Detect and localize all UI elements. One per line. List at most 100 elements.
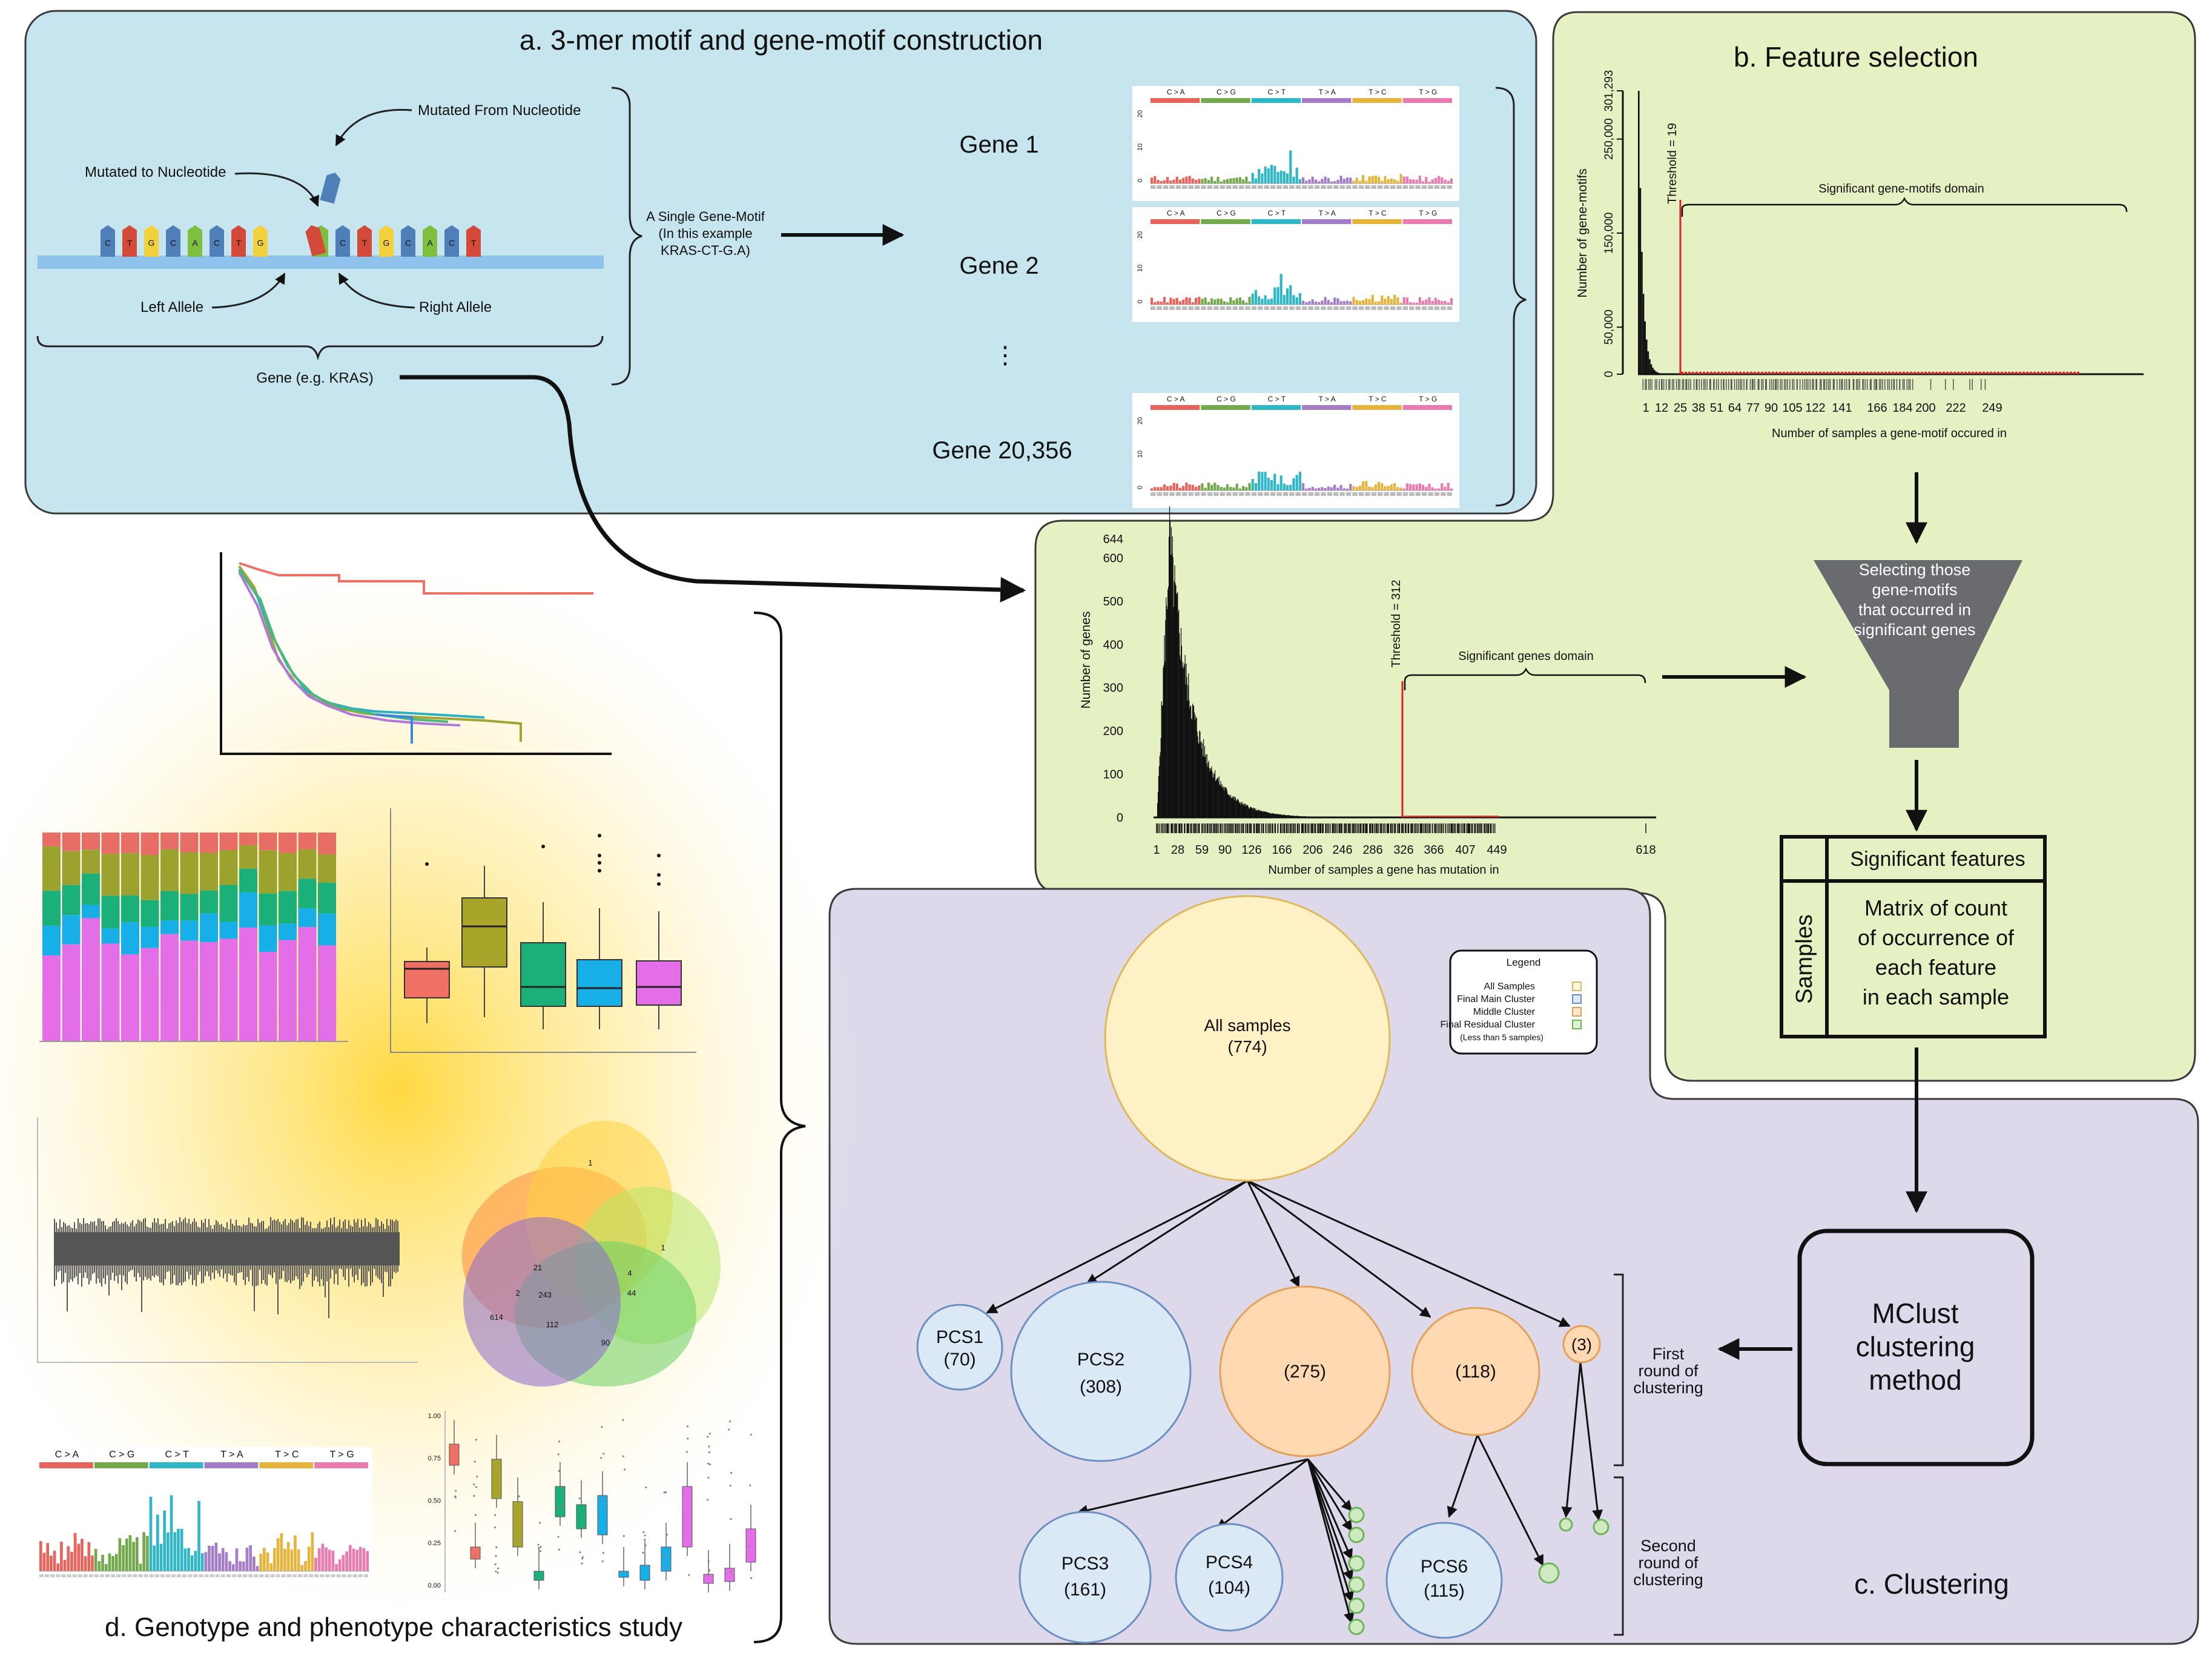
hist2-bar-significant: [1491, 816, 1492, 817]
nucleotide-letter: A: [192, 238, 198, 248]
spectrum-tick-label: [1333, 185, 1339, 189]
boxplot2-point: [602, 1552, 604, 1554]
spectrum-tick-label: [1245, 306, 1250, 310]
hist2-bar-significant: [1425, 816, 1427, 817]
boxplot2-point: [642, 1531, 645, 1534]
boxplot2-point: [581, 1562, 583, 1565]
spectrum-bar: [1418, 176, 1421, 183]
spectrum-bar: [1151, 488, 1154, 490]
spectrum-tick-label: [1396, 492, 1402, 496]
spectrum-tick-label: [1264, 306, 1269, 310]
boxplot2-point: [601, 1426, 603, 1428]
hist1-bar-significant: [1903, 372, 1905, 374]
spectrum-bar: [1286, 288, 1289, 305]
spectrum-bar: [1194, 180, 1198, 183]
spectrum-bar: [1425, 486, 1428, 490]
hist2-xtick-label: 407: [1455, 843, 1475, 857]
spectrum-bar: [1308, 179, 1311, 183]
spectrum-tick-label: [1188, 185, 1193, 189]
hist2-bar-significant: [1496, 816, 1497, 817]
spectrum-tick-label: [1289, 185, 1295, 189]
hist2-bar: [1174, 581, 1175, 817]
spectrum-tick-label: [1258, 492, 1263, 496]
spectrum-bar: [1169, 180, 1172, 183]
residual-node: [1538, 1562, 1560, 1584]
spectrum-category-label: C > G: [1217, 88, 1236, 96]
spectrum-tick-label: [1402, 492, 1408, 496]
spectrum-bar: [1378, 301, 1381, 305]
stacked-segment: [259, 850, 277, 894]
hist2-bar: [1178, 610, 1180, 817]
hist2-bar: [1186, 676, 1187, 817]
hist1-bar-significant: [1870, 372, 1872, 374]
hist2-bar: [1272, 813, 1273, 817]
spectrum-tick-label: [1302, 306, 1307, 310]
spectrum-bar: [1160, 302, 1163, 305]
hist2-bar: [1273, 814, 1275, 817]
node-275: [1219, 1285, 1391, 1457]
spectrum-bar: [1238, 488, 1242, 490]
hist1-bar-significant: [1859, 372, 1861, 374]
spectrum-bar: [1213, 483, 1217, 490]
hist2-bar: [1266, 811, 1267, 817]
spectrum-category-bar: [1352, 98, 1402, 103]
hist1-bar: [1638, 91, 1640, 374]
stacked-segment: [180, 852, 199, 894]
boxplot2-box: [724, 1568, 735, 1582]
hist2-bar: [1167, 589, 1169, 817]
spectrum-tick-label: [1352, 185, 1358, 189]
spectrum-bar: [1358, 486, 1361, 490]
spectrum-tick-label: [1175, 492, 1181, 496]
box-plot: [390, 808, 696, 1053]
hist2-xtick-label: 246: [1332, 843, 1352, 857]
hist2-bar-significant: [1494, 816, 1496, 817]
nucleotide-letter: G: [257, 238, 264, 248]
hist2-bar-significant: [1488, 816, 1490, 817]
spectrum-bar: [1371, 176, 1374, 183]
hist2-bar: [1202, 743, 1203, 817]
spectrum-d-bar: [317, 1548, 321, 1571]
hist1-bar: [1650, 364, 1652, 374]
spectrum-bar: [1361, 481, 1365, 490]
hist1-bar-significant: [1848, 372, 1850, 374]
boxplot2-tick-label: 0.50: [428, 1497, 441, 1505]
hist2-bar-significant: [1458, 816, 1459, 817]
stacked-segment: [82, 833, 100, 850]
spectrum-bar: [1399, 174, 1402, 183]
spectrum-tick-label: [1201, 306, 1206, 310]
spectrum-bar: [1396, 180, 1399, 183]
stacked-segment: [121, 922, 139, 955]
hist2-bar: [1302, 816, 1304, 817]
spectrum-bar: [1157, 180, 1160, 183]
legend-note: (Less than 5 samples): [1460, 1032, 1543, 1042]
stacked-segment: [259, 952, 277, 1041]
spectrum-bar: [1318, 181, 1321, 183]
spectrum-d-bar: [156, 1514, 159, 1571]
boxplot2-point: [602, 1494, 605, 1497]
stacked-segment: [42, 955, 61, 1041]
spectrum-bar: [1431, 301, 1434, 305]
spectrum-tick-label: [1163, 306, 1169, 310]
boxplot2-point: [729, 1485, 731, 1487]
nucleotide: [335, 225, 350, 257]
hist2-bar-significant: [1479, 816, 1480, 817]
hist2-bar: [1238, 803, 1240, 817]
spectrum-bar: [1229, 487, 1232, 490]
matrix-body-1: Matrix of count: [1864, 896, 2007, 920]
spectrum-d-bar: [328, 1549, 331, 1571]
spectrum-bar: [1405, 483, 1409, 490]
boxplot-outlier: [598, 861, 601, 865]
spectrum-bar: [1298, 293, 1301, 305]
hist2-bar: [1283, 815, 1284, 817]
spectrum-tick-label: [1238, 492, 1244, 496]
hist2-bar: [1163, 665, 1164, 817]
spectrum-d-bar: [111, 1555, 114, 1571]
spectrum-bar: [1298, 472, 1301, 490]
hist2-bar-significant: [1440, 816, 1441, 817]
boxplot2-point: [473, 1483, 475, 1486]
spectrum-d-tick-label: [165, 1574, 170, 1577]
hist1-bar-significant: [1703, 372, 1705, 374]
spectrum-bar: [1245, 302, 1248, 305]
hist2-bar: [1177, 592, 1178, 817]
hist1-bar-significant: [1725, 372, 1727, 374]
